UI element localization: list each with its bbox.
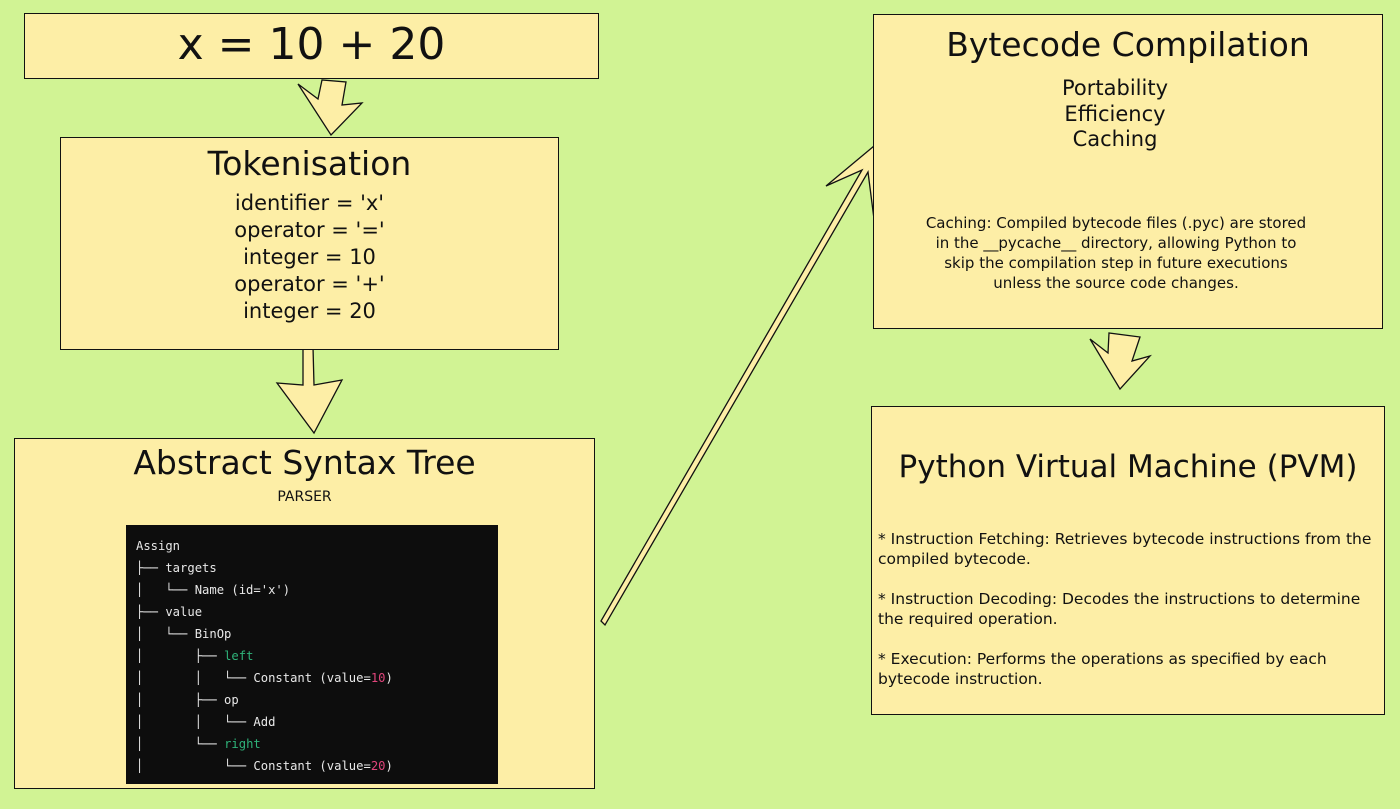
ast-title: Abstract Syntax Tree (133, 443, 476, 482)
code-text: │ ├── (136, 649, 225, 663)
arrow-tokenisation-to-ast (275, 345, 344, 435)
arrow-expression-to-tokenisation (297, 79, 364, 137)
arrow-ast-to-bytecode (600, 144, 875, 627)
code-text: │ └── BinOp (136, 627, 232, 641)
code-text: │ ├── op (136, 693, 239, 707)
bytecode-title: Bytecode Compilation (946, 25, 1310, 64)
token-line: integer = 20 (243, 299, 376, 323)
code-number: 10 (370, 671, 386, 685)
pvm-bullets: * Instruction Fetching: Retrieves byteco… (878, 529, 1384, 709)
token-list: identifier = 'x' operator = '=' integer … (61, 190, 558, 325)
bytecode-box: Bytecode Compilation Portability Efficie… (873, 14, 1383, 329)
ast-code-block: Assign ├── targets │ └── Name (id='x') ├── … (126, 525, 498, 784)
ast-code-line: │ └── right (136, 733, 498, 755)
code-text: ├── targets (136, 561, 217, 575)
code-keyword: right (224, 737, 261, 751)
code-text: ) (385, 759, 393, 773)
ast-code-line: │ │ └── Add (136, 711, 498, 733)
ast-code-line: ├── value (136, 601, 498, 623)
ast-code-line: ├── targets (136, 557, 498, 579)
expression-text: x = 10 + 20 (177, 19, 446, 70)
code-text: │ └── (136, 737, 225, 751)
ast-code-line: │ └── Constant (value=20) (136, 755, 498, 777)
token-line: operator = '=' (234, 218, 385, 242)
bytecode-point: Caching (1072, 127, 1158, 151)
code-text: │ │ └── Add (136, 715, 276, 729)
code-keyword: left (224, 649, 254, 663)
bytecode-point: Efficiency (1064, 101, 1166, 126)
code-text: │ │ └── Constant (value= (136, 671, 371, 685)
tokenisation-box: Tokenisation identifier = 'x' operator =… (60, 137, 559, 350)
ast-box: Abstract Syntax Tree PARSER Assign ├── ta… (14, 438, 595, 789)
pvm-bullet-decoding: * Instruction Decoding: Decodes the inst… (878, 590, 1361, 628)
arrow-bytecode-to-pvm (1089, 332, 1152, 391)
ast-code-line: │ └── Name (id='x') (136, 579, 498, 601)
pvm-title: Python Virtual Machine (PVM) (898, 449, 1358, 485)
pvm-bullet-fetching: * Instruction Fetching: Retrieves byteco… (878, 530, 1372, 568)
tokenisation-title: Tokenisation (207, 144, 412, 183)
code-text: ├── value (136, 605, 203, 619)
ast-subtitle: PARSER (277, 489, 332, 505)
token-line: identifier = 'x' (234, 191, 385, 215)
code-text: Assign (136, 539, 181, 553)
code-number: 20 (370, 759, 386, 773)
code-text: │ └── Name (id='x') (136, 583, 291, 597)
token-line: integer = 10 (243, 245, 376, 269)
bytecode-point: Portability (1062, 76, 1168, 100)
ast-code-line: │ ├── op (136, 689, 498, 711)
ast-code-line: │ └── BinOp (136, 623, 498, 645)
ast-code-line: │ │ └── Constant (value=10) (136, 667, 498, 689)
pvm-box: Python Virtual Machine (PVM) * Instructi… (871, 406, 1385, 715)
ast-code-line: │ ├── left (136, 645, 498, 667)
expression-box: x = 10 + 20 (24, 13, 599, 79)
token-line: operator = '+' (234, 272, 385, 296)
caching-note: Caching: Compiled bytecode files (.pyc) … (925, 214, 1307, 292)
bytecode-points: Portability Efficiency Caching (874, 76, 1356, 153)
ast-code-line: Assign (136, 535, 498, 557)
code-text: │ └── Constant (value= (136, 759, 371, 773)
pvm-bullet-execution: * Execution: Performs the operations as … (878, 650, 1327, 688)
code-text: ) (385, 671, 393, 685)
